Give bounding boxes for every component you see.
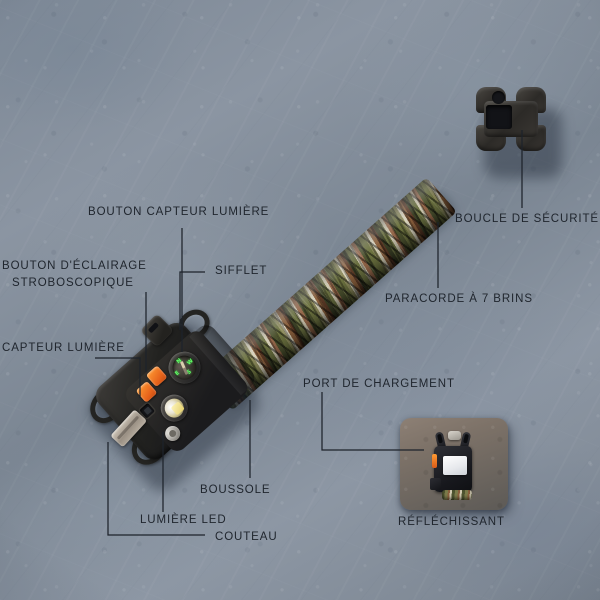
charging-port [432,454,437,468]
safety-buckle [470,85,552,155]
label-light-sensor-button: BOUTON CAPTEUR LUMIÈRE [88,206,270,218]
label-charging-port: PORT DE CHARGEMENT [303,378,455,390]
label-strobe-button-line1: BOUTON D'ÉCLAIRAGE [2,260,147,272]
inset-device [430,431,472,500]
buckle-slot [486,105,512,129]
buckle-hole [492,91,505,104]
label-light-sensor: CAPTEUR LUMIÈRE [2,342,125,354]
reflective-patch [443,456,467,475]
inset-paracord [442,490,472,500]
label-safety-buckle: BOUCLE DE SÉCURITÉ [455,213,600,225]
leader-whistle [179,271,205,330]
label-led-light: LUMIÈRE LED [140,514,227,526]
inset-metal-clip [448,431,461,440]
leader-charging-port [321,392,424,451]
leader-light-sensor [95,357,141,398]
label-compass: BOUSSOLE [200,484,271,496]
label-whistle: SIFFLET [215,265,268,277]
label-knife: COUTEAU [215,531,278,543]
label-paracord: PARACORDE À 7 BRINS [385,293,533,305]
inset-detail-photo [400,418,508,510]
leader-knife [107,442,205,536]
label-strobe-button-line2: STROBOSCOPIQUE [12,277,134,289]
label-reflective: RÉFLÉCHISSANT [398,516,505,528]
inset-side-tab [430,478,441,490]
